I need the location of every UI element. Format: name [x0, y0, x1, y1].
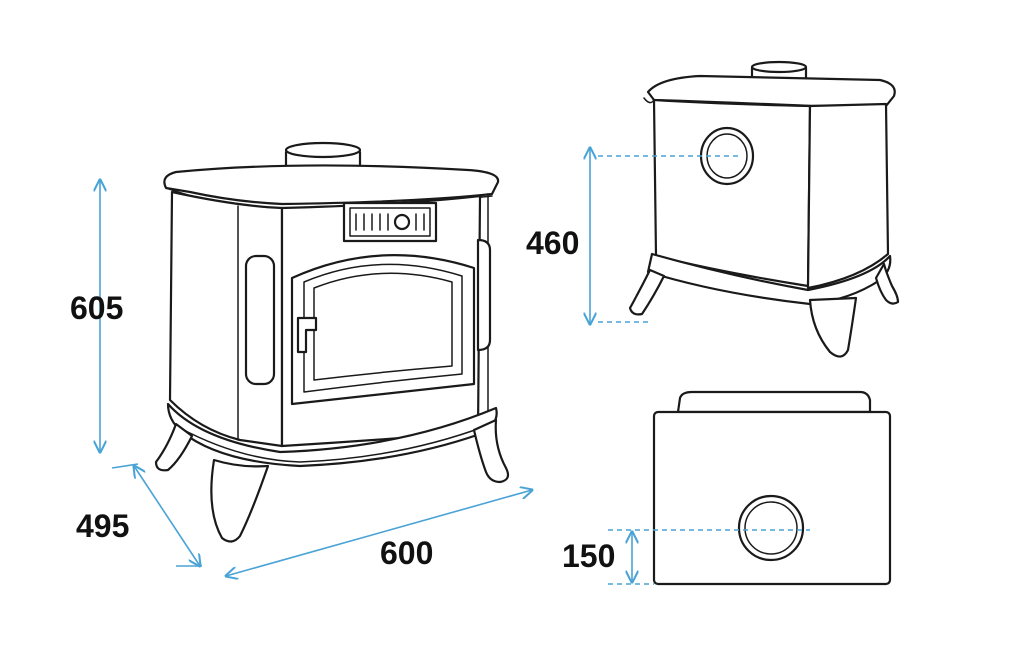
side-vent-left [244, 254, 276, 386]
dimension-rear-flue-460 [590, 148, 740, 324]
leg-front-right [472, 418, 510, 484]
dimension-bottom-flue-150 [608, 529, 810, 585]
top-plate [163, 164, 500, 206]
air-control-slider [342, 201, 438, 243]
label-width: 600 [380, 535, 434, 571]
dimension-depth-495 [111, 464, 202, 566]
label-bottom-flue-offset: 150 [562, 538, 616, 574]
stove-top-view [652, 390, 892, 586]
label-height: 605 [70, 290, 124, 326]
top-flue-outlet [737, 494, 805, 562]
door-handle [296, 316, 318, 354]
label-depth: 495 [76, 508, 130, 544]
leg-left-rear [154, 422, 194, 472]
stove-door [290, 254, 476, 406]
dimension-width-600 [226, 490, 532, 576]
stove-front-view [154, 141, 510, 543]
side-vent-right [476, 238, 492, 352]
label-rear-flue-height: 460 [526, 225, 580, 261]
leg-front-left [210, 458, 270, 543]
stove-rear-view [628, 60, 900, 358]
